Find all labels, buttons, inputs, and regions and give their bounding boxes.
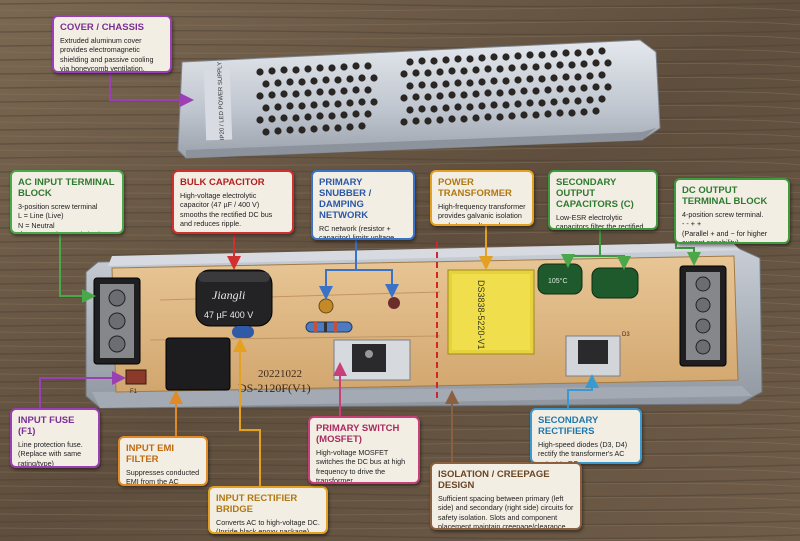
callout-ac-input-desc: 3-position screw terminal L = Line (Live… bbox=[18, 202, 101, 232]
callout-power-transformer: POWER TRANSFORMER High-frequency transfo… bbox=[430, 170, 534, 226]
callout-snubber: PRIMARY SNUBBER / DAMPING NETWORK RC net… bbox=[311, 170, 415, 240]
leader-snubber bbox=[319, 240, 357, 300]
pcb-date-code: 20221022 bbox=[258, 368, 302, 380]
callout-emi-desc: Suppresses conducted EMI from the AC mai… bbox=[126, 468, 200, 486]
callout-bulk-capacitor: BULK CAPACITOR High-voltage electrolytic… bbox=[172, 170, 294, 234]
mosfet-heatsink bbox=[333, 339, 411, 381]
callout-secondary-rectifiers: SECONDARY RECTIFIERS High-speed diodes (… bbox=[530, 408, 642, 464]
bulk-capacitor: Jiangli 47 µF 400 V bbox=[195, 269, 273, 327]
callout-cover-title: COVER / CHASSIS bbox=[60, 22, 144, 33]
fuse-label: F1 bbox=[130, 389, 138, 395]
fuse-f1 bbox=[125, 369, 147, 385]
callout-dc-output: DC OUTPUT TERMINAL BLOCK 4-position scre… bbox=[674, 178, 790, 244]
callout-bridge-title: INPUT RECTIFIER BRIDGE bbox=[216, 493, 298, 515]
callout-rectifiers-desc: High-speed diodes (D3, D4) rectify the t… bbox=[538, 440, 628, 462]
callout-mosfet-title: PRIMARY SWITCH (MOSFET) bbox=[316, 423, 400, 445]
transformer-code: DS3838-5220-V1 bbox=[476, 280, 486, 350]
callout-bulk-cap-title: BULK CAPACITOR bbox=[180, 177, 265, 188]
callout-isolation-design: ISOLATION / CREEPAGE DESIGN Sufficient s… bbox=[430, 462, 582, 530]
callout-bulk-cap-desc: High-voltage electrolytic capacitor (47 … bbox=[180, 191, 273, 229]
callout-emi-filter: INPUT EMI FILTER Suppresses conducted EM… bbox=[118, 436, 208, 486]
callout-transformer-desc: High-frequency transformer provides galv… bbox=[438, 202, 526, 226]
pcb-model-code: DS-2120F(V1) bbox=[238, 381, 311, 395]
callout-bridge-desc: Converts AC to high-voltage DC. (Inside … bbox=[216, 518, 320, 534]
callout-snubber-desc: RC network (resistor + capacitor) limits… bbox=[319, 224, 395, 240]
callout-dc-output-desc: 4-position screw terminal. - - + + (Para… bbox=[682, 210, 768, 244]
callout-input-fuse: INPUT FUSE (F1) Line protection fuse. (R… bbox=[10, 408, 100, 468]
bridge-capacitor bbox=[232, 326, 254, 338]
callout-primary-mosfet: PRIMARY SWITCH (MOSFET) High-voltage MOS… bbox=[308, 416, 420, 484]
callout-dc-output-title: DC OUTPUT TERMINAL BLOCK bbox=[682, 185, 768, 207]
leader-fuse bbox=[39, 371, 126, 410]
callout-emi-title: INPUT EMI FILTER bbox=[126, 443, 175, 465]
leader-output-caps bbox=[561, 228, 601, 268]
power-transformer: DS3838-5220-V1 bbox=[447, 269, 535, 355]
honeycomb-vents bbox=[256, 47, 612, 136]
leader-lines bbox=[39, 70, 701, 488]
cover-marking-text: IP20 / LED POWER SUPPLY bbox=[217, 62, 226, 140]
callout-output-caps-title: SECONDARY OUTPUT CAPACITORS (C) bbox=[556, 177, 634, 210]
aluminum-cover: IP20 / LED POWER SUPPLY bbox=[177, 39, 661, 159]
callout-fuse-title: INPUT FUSE (F1) bbox=[18, 415, 75, 437]
callout-mosfet-desc: High-voltage MOSFET switches the DC bus … bbox=[316, 448, 406, 484]
rectifier-heatsink: D3 bbox=[565, 332, 630, 377]
capacitor-brand: Jiangli bbox=[212, 288, 245, 302]
callout-snubber-title: PRIMARY SNUBBER / DAMPING NETWORK bbox=[319, 177, 372, 221]
leader-cover bbox=[109, 70, 194, 107]
dc-output-terminal-block bbox=[679, 265, 727, 367]
callout-ac-input-title: AC INPUT TERMINAL BLOCK bbox=[18, 177, 115, 199]
callout-rectifier-bridge: INPUT RECTIFIER BRIDGE Converts AC to hi… bbox=[208, 486, 328, 534]
callout-rectifiers-title: SECONDARY RECTIFIERS bbox=[538, 415, 599, 437]
callout-output-caps-desc: Low-ESR electrolytic capacitors filter t… bbox=[556, 213, 644, 230]
leader-bridge bbox=[233, 338, 261, 488]
callout-output-capacitors: SECONDARY OUTPUT CAPACITORS (C) Low-ESR … bbox=[548, 170, 658, 230]
output-cap-temp: 105°C bbox=[548, 277, 568, 285]
leader-rectifiers bbox=[567, 374, 599, 410]
callout-isolation-title: ISOLATION / CREEPAGE DESIGN bbox=[438, 469, 550, 491]
callout-cover-desc: Extruded aluminum cover provides electro… bbox=[60, 36, 154, 73]
output-capacitors: 105°C bbox=[537, 263, 639, 299]
callout-fuse-desc: Line protection fuse. (Replace with same… bbox=[18, 440, 83, 468]
callout-isolation-desc: Sufficient spacing between primary (left… bbox=[438, 494, 574, 530]
leader-ac-input bbox=[59, 232, 96, 303]
emi-filter-block bbox=[165, 337, 231, 391]
callout-ac-input: AC INPUT TERMINAL BLOCK 3-position screw… bbox=[10, 170, 124, 234]
snubber-network bbox=[305, 297, 400, 333]
callout-transformer-title: POWER TRANSFORMER bbox=[438, 177, 512, 199]
leader-output-caps-2 bbox=[600, 255, 631, 270]
ac-input-terminal-block bbox=[93, 277, 141, 365]
rectifier-id: D3 bbox=[622, 332, 630, 338]
capacitor-rating: 47 µF 400 V bbox=[204, 310, 253, 320]
callout-cover-chassis: COVER / CHASSIS Extruded aluminum cover … bbox=[52, 15, 172, 73]
leader-snubber-2 bbox=[356, 269, 399, 298]
